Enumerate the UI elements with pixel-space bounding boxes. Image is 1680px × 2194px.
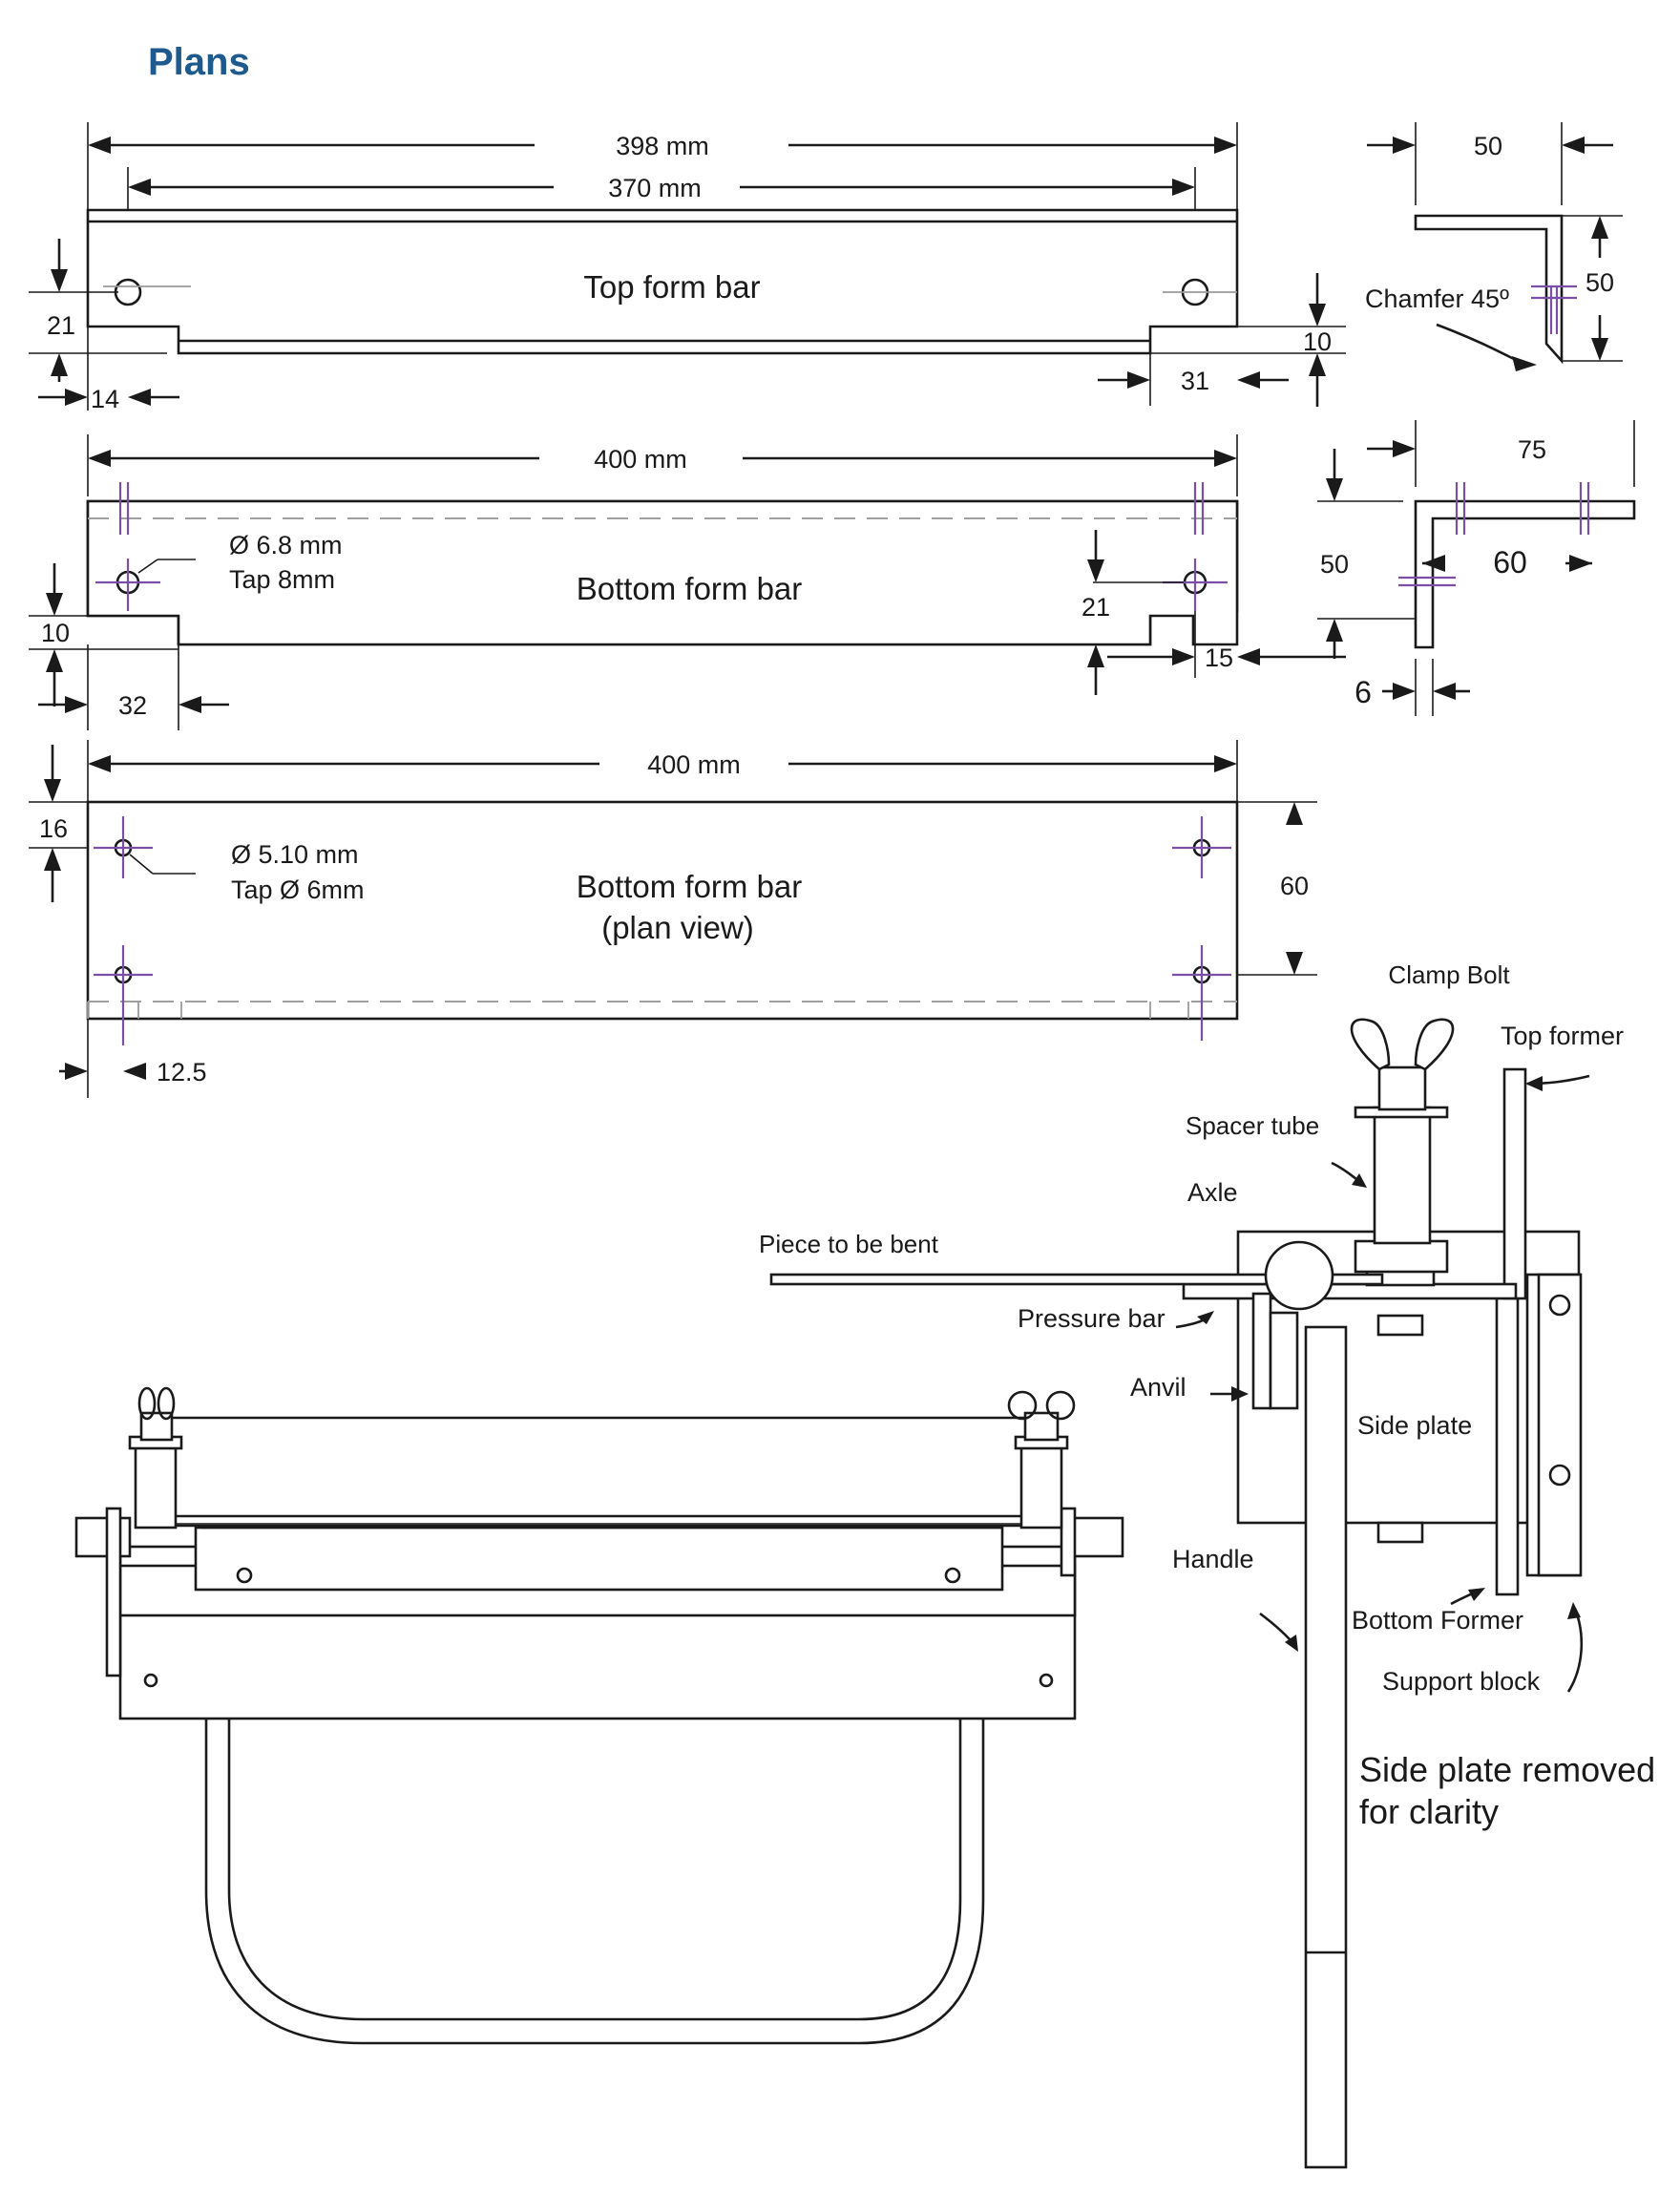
- label-bottom-former: Bottom Former: [1352, 1606, 1523, 1635]
- chamfer-label: Chamfer 45º: [1365, 285, 1509, 313]
- dim-50-bottom-profile: 50: [1320, 550, 1349, 579]
- label-spacer-tube: Spacer tube: [1186, 1111, 1319, 1140]
- bottom-form-bar-drawing: 400 mm Ø 6.8 mm Tap 8mm Bottom form bar …: [29, 434, 1346, 730]
- top-form-bar-label: Top form bar: [583, 269, 760, 305]
- dim-16: 16: [39, 814, 68, 843]
- hole-dia-label: Ø 6.8 mm: [229, 531, 343, 559]
- plan-label-1: Bottom form bar: [577, 869, 803, 904]
- label-support-block: Support block: [1382, 1667, 1541, 1696]
- dim-370: 370 mm: [608, 174, 702, 202]
- dim-15: 15: [1205, 643, 1233, 672]
- label-clamp-bolt: Clamp Bolt: [1388, 960, 1510, 989]
- bottom-form-bar-label: Bottom form bar: [577, 571, 803, 606]
- dim-400-plan: 400 mm: [647, 750, 741, 779]
- dim-21-top: 21: [47, 311, 75, 340]
- front-assembly-drawing: [74, 1386, 1124, 2045]
- dim-10-bottom: 10: [41, 619, 70, 647]
- dim-21-bottom: 21: [1082, 593, 1110, 622]
- dim-31: 31: [1181, 367, 1209, 395]
- note-line-2: for clarity: [1359, 1792, 1499, 1831]
- label-pressure-bar: Pressure bar: [1018, 1304, 1166, 1333]
- hole-tap-label: Tap 8mm: [229, 565, 335, 594]
- dim-398: 398 mm: [616, 132, 709, 160]
- top-profile-drawing: 50 50 Chamfer 45º: [1365, 122, 1623, 371]
- note-line-1: Side plate removed: [1359, 1750, 1655, 1789]
- dim-32: 32: [118, 691, 147, 720]
- label-axle: Axle: [1187, 1178, 1238, 1207]
- dim-14: 14: [91, 385, 119, 413]
- dim-60-bottom-profile: 60: [1493, 545, 1527, 580]
- dim-400-bottom: 400 mm: [594, 445, 687, 474]
- label-top-former: Top former: [1501, 1022, 1624, 1050]
- bottom-profile-drawing: 75 50 60 6: [1317, 420, 1636, 716]
- label-side-plate: Side plate: [1357, 1411, 1472, 1440]
- plan-view-drawing: 400 mm Ø 5.10 mm Tap Ø 6mm Bottom form b…: [29, 740, 1317, 1098]
- dim-75: 75: [1518, 435, 1546, 464]
- side-assembly-drawing: Clamp Bolt Top former Spacer tube Axle P…: [759, 960, 1655, 2169]
- dim-50-top-profile-width: 50: [1474, 132, 1502, 160]
- plan-label-2: (plan view): [601, 910, 754, 945]
- dim-50-top-profile-height: 50: [1586, 268, 1614, 297]
- top-form-bar-drawing: 398 mm 370 mm Top form bar 21 14: [29, 122, 1346, 413]
- dim-12-5: 12.5: [157, 1058, 207, 1086]
- page-title: Plans: [148, 41, 250, 83]
- dim-60-plan: 60: [1280, 872, 1309, 900]
- dim-6: 6: [1354, 675, 1372, 709]
- dim-10-top: 10: [1303, 327, 1332, 356]
- plan-hole-dia: Ø 5.10 mm: [231, 840, 359, 869]
- label-handle: Handle: [1172, 1545, 1254, 1573]
- plan-hole-tap: Tap Ø 6mm: [231, 875, 365, 904]
- label-anvil: Anvil: [1130, 1373, 1186, 1402]
- label-piece-to-be-bent: Piece to be bent: [759, 1230, 939, 1258]
